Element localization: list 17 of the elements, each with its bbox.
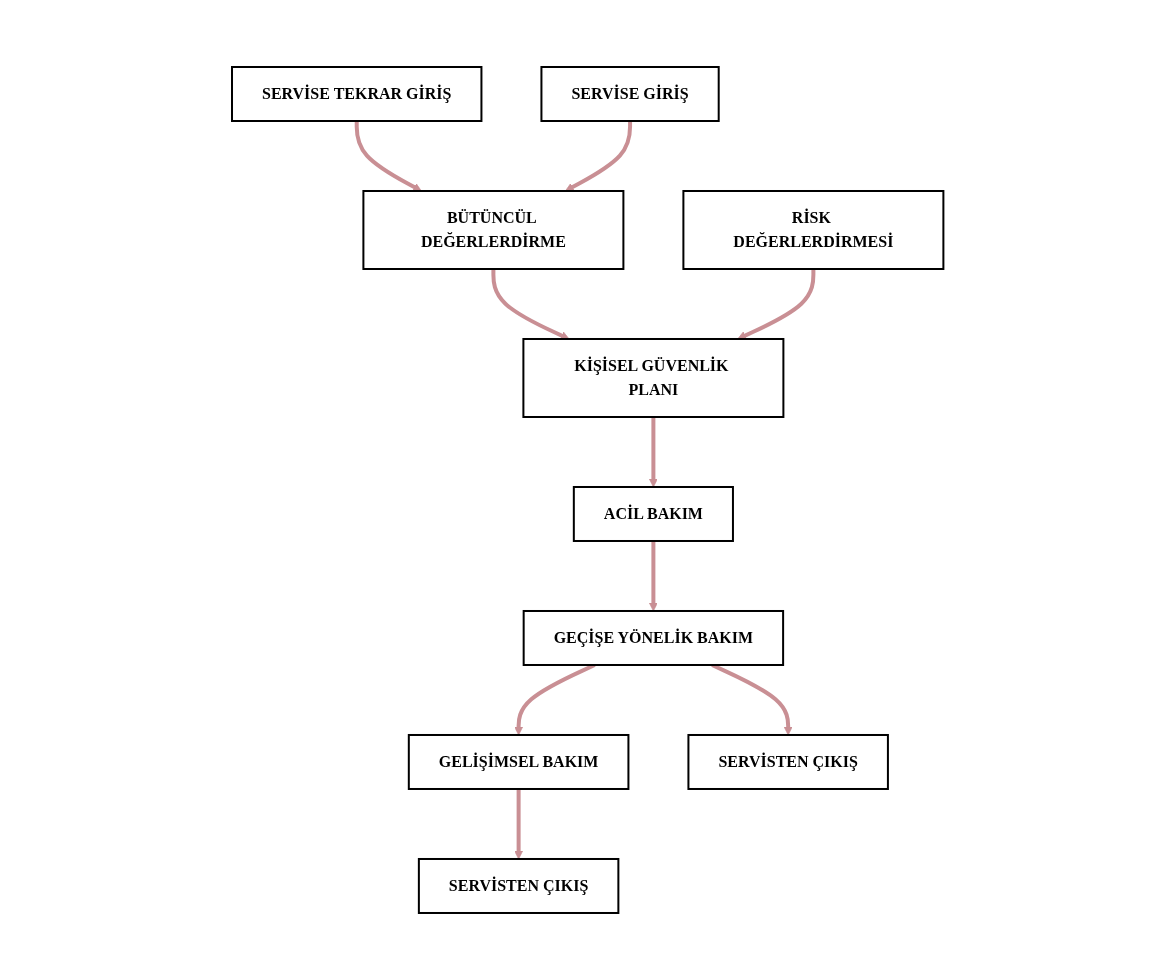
- arrow: [737, 268, 816, 340]
- arrow: [648, 416, 658, 487]
- arrow: [354, 120, 422, 191]
- arrow: [564, 120, 632, 191]
- node-box: GELİŞİMSEL BAKIM: [407, 733, 630, 790]
- node-box: SERVİSE GİRİŞ: [540, 65, 720, 122]
- node-box: SERVİSTEN ÇIKIŞ: [417, 857, 620, 914]
- node-box: ACİL BAKIM: [572, 485, 734, 542]
- node-box: GEÇİŞE YÖNELİK BAKIM: [522, 609, 784, 666]
- node-box: RİSK DEĞERLERDİRMESİ: [682, 189, 945, 270]
- arrow: [491, 268, 570, 340]
- arrow: [648, 540, 658, 611]
- node-box: KİŞİSEL GÜVENLİK PLANI: [522, 337, 785, 418]
- node-box: BÜTÜNCÜL DEĞERLERDİRME: [362, 189, 625, 270]
- node-box: SERVİSTEN ÇIKIŞ: [687, 733, 889, 790]
- node-box: SERVİSE TEKRAR GİRİŞ: [230, 65, 483, 122]
- arrow: [514, 788, 523, 859]
